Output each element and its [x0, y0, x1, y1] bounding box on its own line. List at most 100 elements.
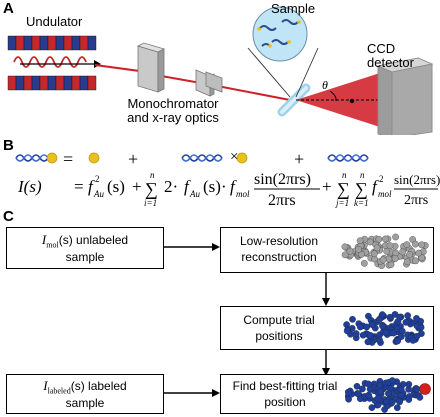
bead [389, 377, 396, 384]
bead [352, 330, 360, 337]
bead [405, 385, 413, 393]
pictorial-equals: = [63, 149, 74, 169]
term3-sup: 2 [379, 174, 384, 184]
bead [393, 404, 401, 412]
bead [391, 255, 399, 262]
bead [382, 235, 389, 243]
bestfit-line2: position [264, 395, 306, 409]
pictorial-plus-1: + [128, 149, 139, 169]
undulator-magnet-bottom [47, 75, 57, 91]
term3-f: f [372, 177, 379, 196]
bead [367, 332, 374, 339]
term1-arg: (s) [107, 177, 125, 196]
term2-fau: f [184, 177, 191, 196]
bead [366, 238, 374, 246]
formula-lhs: I(s) [17, 177, 42, 196]
bead [376, 315, 383, 323]
bead [402, 318, 410, 326]
monochromator-label-line2: and x-ray optics [127, 110, 219, 125]
bead [385, 390, 392, 397]
bead [399, 248, 407, 256]
best-fit-box: Find best-fitting trial position [220, 374, 434, 414]
term1-sup: 2 [95, 174, 100, 184]
sum3-sigma: ∑ [355, 179, 368, 199]
beam-stop [349, 98, 355, 104]
bead [417, 324, 425, 331]
formula-plus-a: + [132, 177, 142, 196]
undulator-magnet-top [55, 35, 65, 51]
bead [343, 327, 351, 335]
bead [374, 395, 382, 402]
bead [385, 255, 393, 263]
bead [360, 259, 368, 267]
undulator-magnet-top [31, 35, 41, 51]
term2-pre: 2· [164, 177, 178, 196]
unlabeled-sample-box: Imol(s) unlabeled sample [6, 227, 164, 269]
fraction1-numerator: sin(2πrs) [254, 171, 311, 188]
lowres-line1: Low-resolution [239, 234, 319, 248]
undulator-magnet-top [39, 35, 49, 51]
panel-letter-c: C [3, 208, 14, 225]
bead [364, 338, 372, 346]
bead [376, 336, 383, 344]
bead [370, 250, 378, 258]
bestfit-line1: Find best-fitting trial [232, 379, 338, 393]
sum2-top: n [342, 170, 347, 180]
bead [416, 394, 424, 401]
sample-label: Sample [271, 1, 316, 16]
beamline-illustration [7, 6, 434, 135]
undulator-magnet-bottom [79, 75, 89, 91]
unlabeled-sample-line2: sample [65, 250, 105, 264]
bead [373, 244, 381, 252]
bead [355, 245, 362, 253]
arrowhead-compute-to-find [322, 368, 330, 376]
pictorial-equation [15, 152, 369, 164]
dna-icon [327, 154, 369, 162]
undulator-label: Undulator [26, 14, 83, 29]
bead [386, 242, 394, 249]
undulator-magnet-bottom [15, 75, 25, 91]
undulator-magnet-bottom [71, 75, 81, 91]
fraction1-denominator: 2πrs [268, 192, 296, 209]
bead [349, 315, 356, 323]
bead [397, 385, 405, 393]
undulator-magnet-bottom [55, 75, 65, 91]
sum1-sigma: ∑ [145, 179, 158, 199]
bead [398, 327, 406, 335]
compute-trial-box: Compute trial positions [220, 306, 434, 350]
labeled-sample-line1: Ilabeled(s) labeled [7, 379, 163, 398]
bead [404, 258, 411, 266]
bead [376, 382, 384, 389]
sum2-bottom: j=1 [335, 198, 349, 208]
undulator-magnet-top [15, 35, 25, 51]
dna-times-gold-icon [181, 152, 248, 164]
monochromator-label-line1: Monochromator [127, 96, 219, 111]
sum2-sigma: ∑ [337, 179, 350, 199]
bead [356, 237, 364, 245]
bead [415, 249, 423, 257]
unlabeled-sub: mol [46, 240, 59, 250]
undulator-magnet-top [71, 35, 81, 51]
bead [379, 322, 386, 330]
theta-label: θ [322, 78, 328, 92]
undulator-magnet-bottom [7, 75, 17, 91]
monochromator-crystals [136, 42, 166, 93]
bead [358, 251, 365, 258]
term1-f: f [88, 177, 95, 196]
undulator-magnet-bottom [23, 75, 33, 91]
undulator-arrowhead [94, 60, 101, 68]
gray-bead-model [341, 233, 429, 269]
sample-capillary [277, 83, 311, 117]
bead [369, 321, 376, 329]
panel-letter-a: A [3, 0, 14, 17]
term2-fau-sub: Au [189, 189, 200, 199]
bead [363, 323, 371, 331]
monochromator-label: Monochromator and x-ray optics [124, 97, 222, 125]
blue-bead-model-trial [343, 311, 425, 346]
term2-arg: (s)· [203, 177, 227, 196]
fraction2-numerator: sin(2πrs) [394, 172, 440, 187]
undulator-magnet-top [87, 35, 97, 51]
blue-bead-model-best [345, 377, 431, 413]
bead [404, 312, 412, 319]
labeled-I: I [43, 378, 48, 393]
